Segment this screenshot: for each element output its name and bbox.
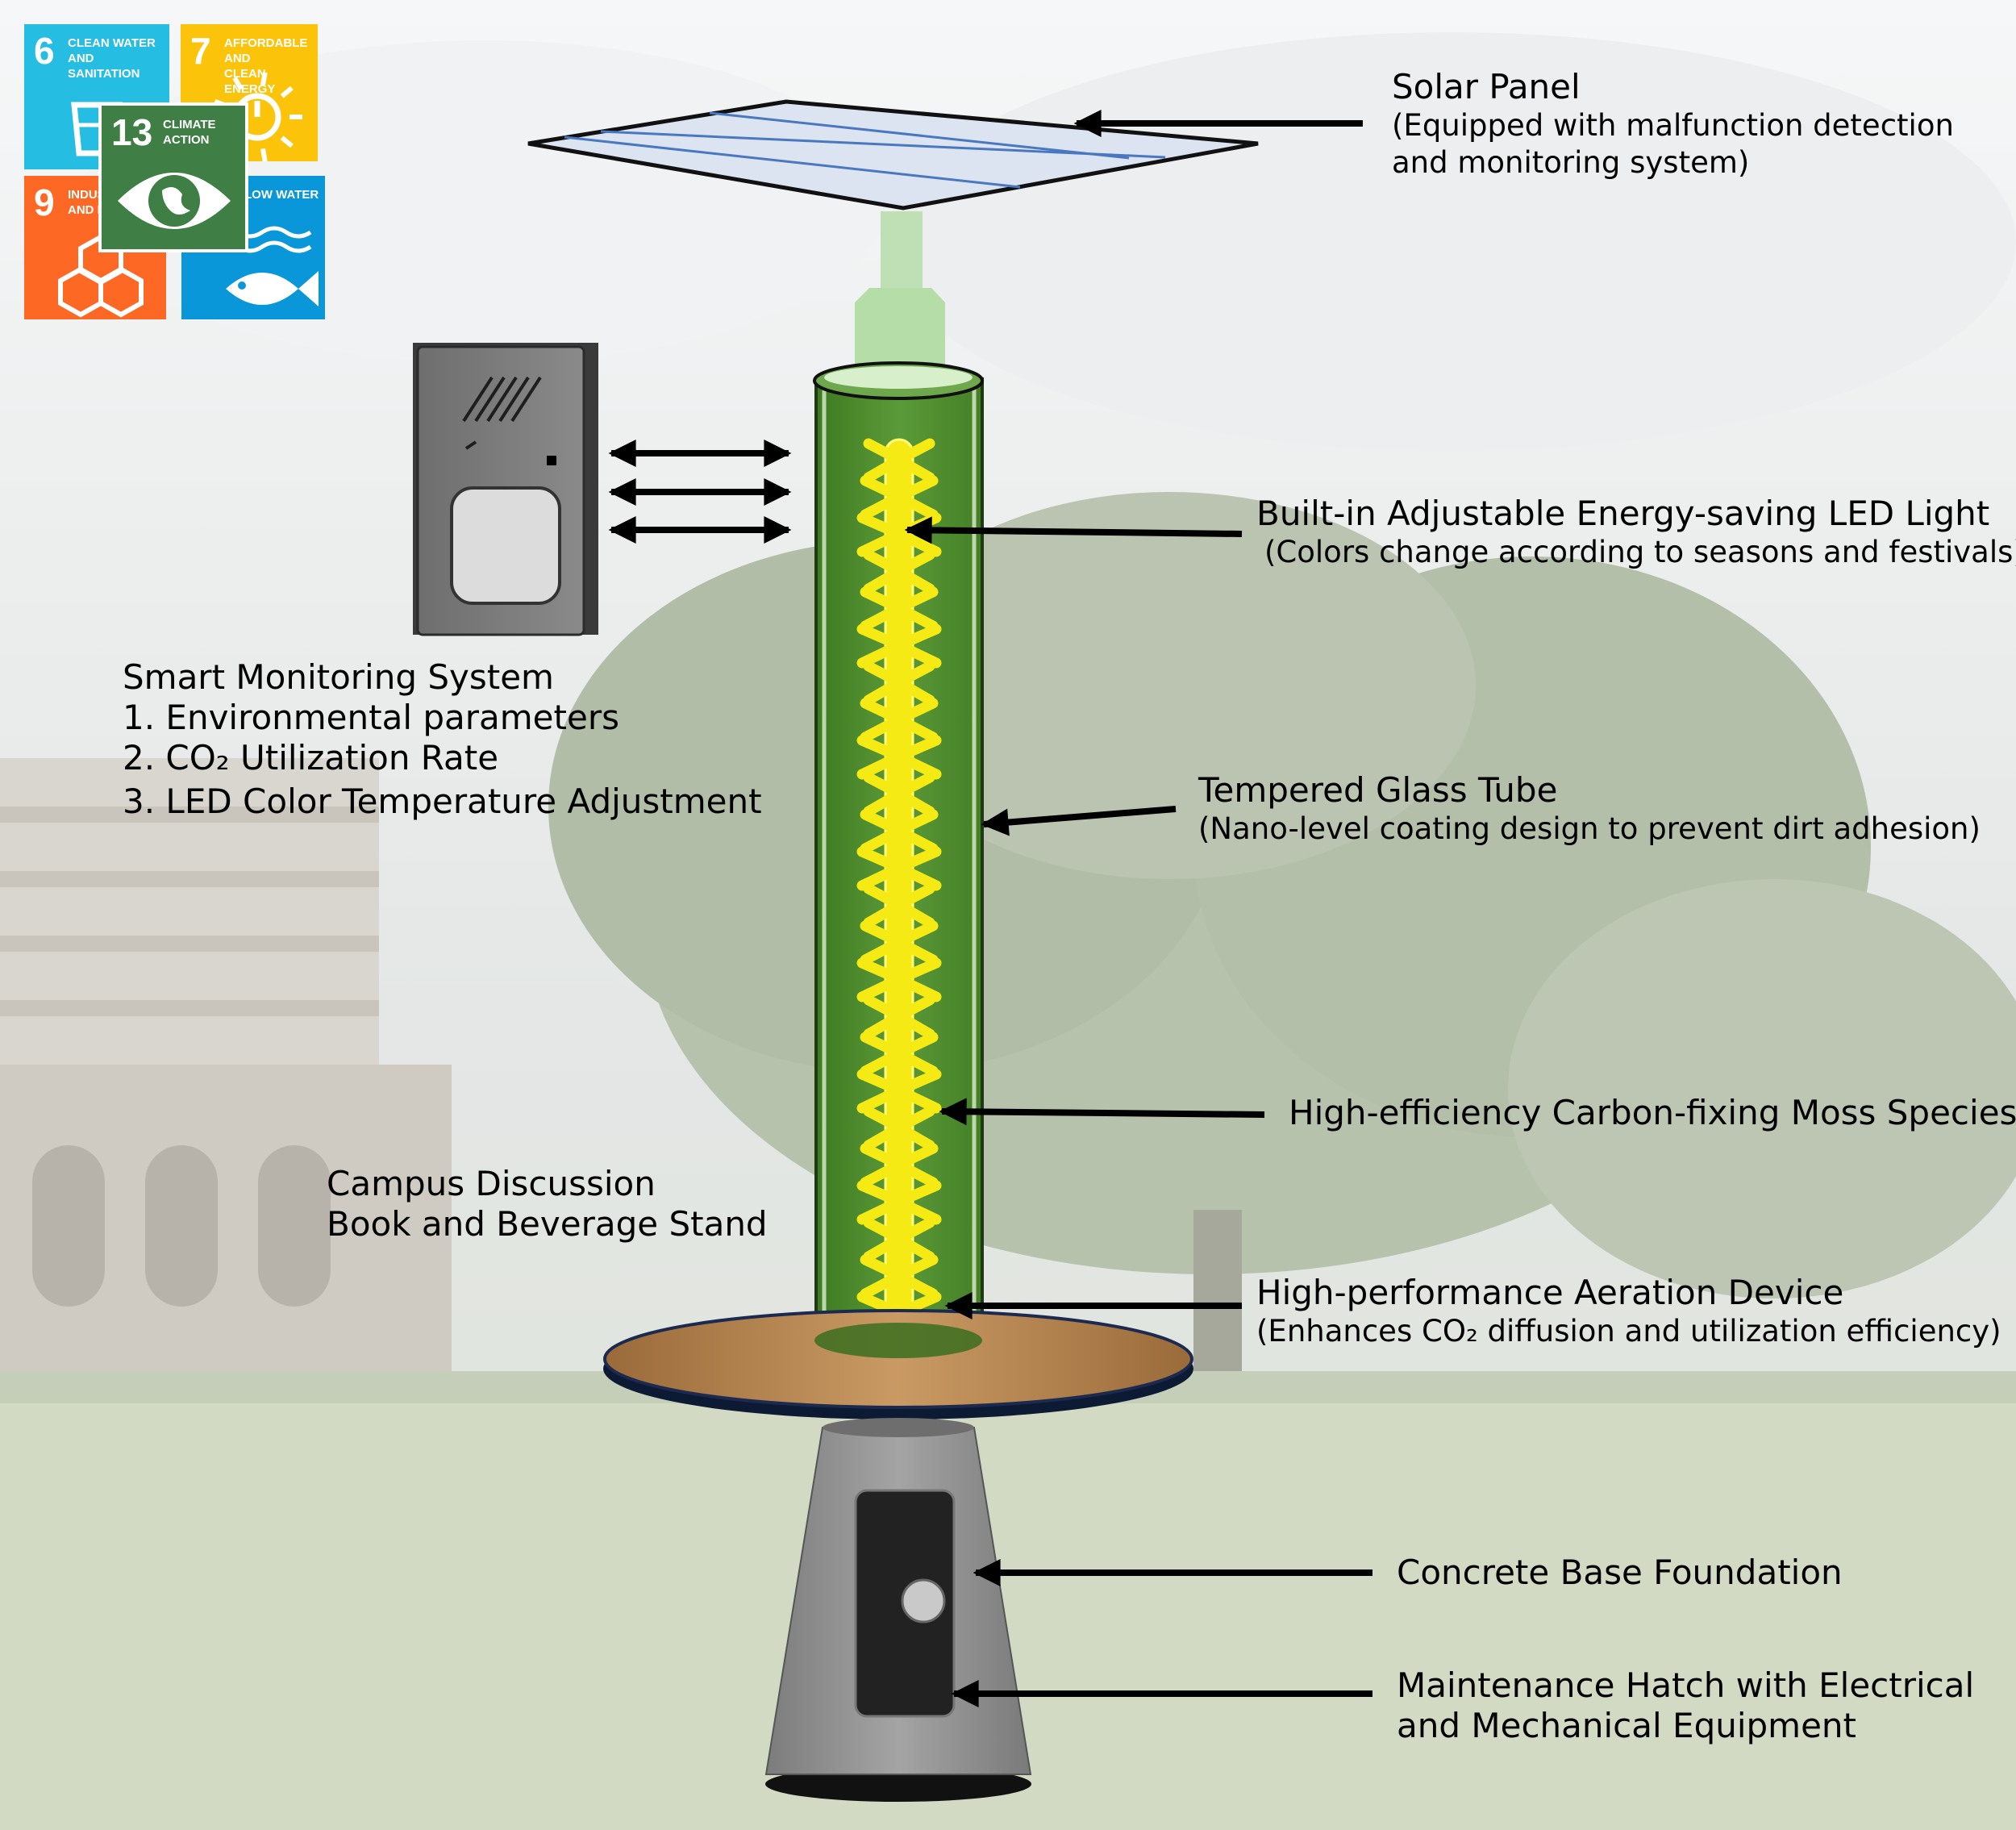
sdg-text: LOW WATER [244, 188, 319, 202]
monitoring-label: Smart Monitoring System 1. Environmental… [123, 657, 762, 822]
sun-power-icon [214, 72, 302, 161]
hatch-label: Maintenance Hatch with Electrical and Me… [1397, 1665, 1974, 1746]
monitoring-item-1: 1. Environmental parameters [123, 698, 619, 737]
hatch-line-1: Maintenance Hatch with Electrical [1397, 1665, 1975, 1705]
glass-tube-sub: (Nano-level coating design to prevent di… [1198, 811, 1981, 846]
glass-tube-label: Tempered Glass Tube (Nano-level coating … [1198, 770, 1981, 848]
sdg-number: 13 [111, 111, 153, 153]
moss-sprig [856, 1069, 942, 1114]
moss-sprig [856, 1180, 942, 1225]
moss-sprig [860, 586, 939, 632]
solar-mount [855, 211, 945, 371]
moss-species [856, 438, 942, 1336]
monitoring-item-3: 3. LED Color Temperature Adjustment [123, 782, 762, 821]
glass-tube-title: Tempered Glass Tube [1198, 770, 1558, 810]
aeration-sub: (Enhances CO₂ diffusion and utilization … [1256, 1314, 2001, 1349]
moss-sprig [860, 1254, 939, 1299]
stand-line-2: Book and Beverage Stand [327, 1204, 768, 1244]
moss-sprig [863, 549, 935, 594]
glass-arrow [981, 806, 1177, 836]
solar-panel-sub2: and monitoring system) [1392, 145, 1750, 180]
moss-sprig [856, 957, 942, 1003]
sdg-number: 9 [34, 181, 55, 223]
led-arrow [904, 516, 1243, 544]
moss-sprig [856, 735, 942, 780]
moss-sprig [860, 920, 939, 965]
moss-sprig [856, 846, 942, 891]
sdg-number: 7 [190, 30, 211, 72]
sdg-number: 6 [34, 30, 55, 72]
moss-sprig [863, 994, 935, 1040]
hatch-line-2: and Mechanical Equipment [1397, 1706, 1857, 1745]
sdg-text: CLIMATE ACTION [163, 118, 216, 147]
solar-panel-label: Solar Panel (Equipped with malfunction d… [1392, 67, 1954, 181]
sdg-13-tile: 13 CLIMATE ACTION [98, 102, 248, 252]
moss-sprig [860, 809, 939, 854]
moss-title: High-efficiency Carbon-fixing Moss Speci… [1289, 1093, 2016, 1132]
monitoring-title: Smart Monitoring System [123, 657, 554, 697]
moss-sprig [863, 438, 935, 483]
moss-sprig [860, 1143, 939, 1188]
eye-globe-icon [118, 173, 231, 229]
building-background [0, 758, 452, 1419]
concrete-title: Concrete Base Foundation [1397, 1553, 1843, 1592]
beverage-stand-table [603, 1309, 1193, 1419]
moss-sprig [863, 1217, 935, 1262]
stand-line-1: Campus Discussion [327, 1164, 656, 1203]
moss-arrow [939, 1098, 1265, 1126]
aeration-title: High-performance Aeration Device [1256, 1273, 1844, 1312]
solar-panel-sub1: (Equipped with malfunction detection [1392, 108, 1954, 143]
moss-sprig [860, 1032, 939, 1077]
moss-label: High-efficiency Carbon-fixing Moss Speci… [1289, 1093, 2016, 1133]
moss-sprig [863, 661, 935, 706]
sdg-text: CLEAN WATER AND SANITATION [68, 36, 156, 81]
led-light-label: Built-in Adjustable Energy-saving LED Li… [1256, 494, 2016, 571]
concrete-label: Concrete Base Foundation [1397, 1553, 1843, 1593]
stand-label: Campus Discussion Book and Beverage Stan… [327, 1164, 768, 1244]
arrows [608, 110, 1372, 1707]
moss-sprig [856, 623, 942, 669]
moss-sprig [860, 698, 939, 743]
led-light-sub: (Colors change according to seasons and … [1264, 535, 2016, 569]
moss-sprig [863, 883, 935, 928]
aeration-label: High-performance Aeration Device (Enhanc… [1256, 1273, 2001, 1350]
moss-sprig [860, 475, 939, 520]
moss-sprig [863, 772, 935, 817]
maintenance-hatch [854, 1489, 956, 1718]
led-light-title: Built-in Adjustable Energy-saving LED Li… [1256, 494, 1990, 533]
solar-panel-title: Solar Panel [1392, 67, 1581, 106]
moss-sprig [863, 1106, 935, 1151]
smart-monitoring-box [413, 343, 598, 636]
monitoring-item-2: 2. CO₂ Utilization Rate [123, 738, 499, 777]
